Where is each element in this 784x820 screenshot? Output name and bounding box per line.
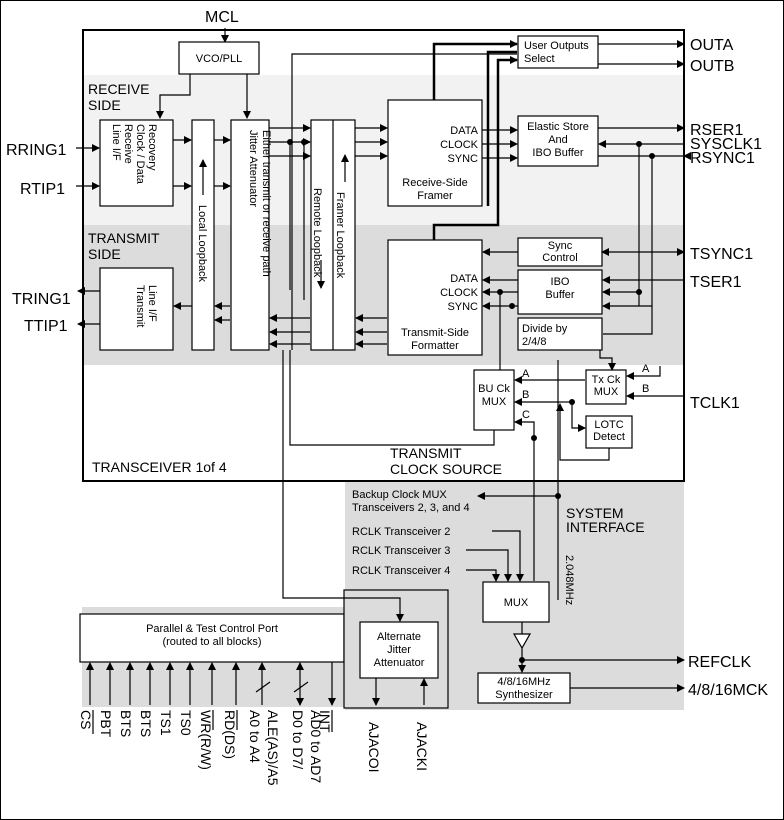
pin-wr: WR(R/W) [198,710,214,770]
ibo-buffer-block [517,269,603,315]
tx-mux-b-label: B [642,383,649,395]
mcl-label: MCL [205,9,239,26]
pin-ts1: TS1 [158,710,174,736]
pin-bts-1: BTS [118,710,134,737]
mck-label: 4/8/16MCK [688,682,768,699]
rx-clock-label: CLOCK [440,139,479,151]
pin-bts-2: BTS [138,710,154,737]
rx-data-label: DATA [450,125,478,137]
mux-block [482,581,550,623]
refclk-label: REFCLK [688,654,751,671]
transmit-line-if-block [99,267,174,351]
divide-by-block [517,317,603,351]
vco-pll-block [178,41,260,75]
pin-int: INT [317,710,333,733]
tx-ck-mux-block [585,369,627,405]
pin-cs: CS [78,710,94,729]
bu-mux-a-label: A [522,368,530,380]
remote-loopback-label: Remote Loopback [311,188,323,278]
rx-sync-label: SYNC [447,153,478,165]
jitter-attenuator-label: Jitter Attenuator Either transmit or rec… [247,130,272,277]
pin-pbt: PBT [98,710,114,738]
ajacki-label: AJACKI [414,722,430,771]
pin-ale: ALE(AS)/A5 [265,710,281,786]
pin-d0-d7: D0 to D7/ [290,710,306,769]
port-pin-arrows [86,662,336,706]
lotc-detect-block [585,415,633,449]
local-loopback-block [191,119,215,351]
transmit-line-if-label: Transmit Line I/F [134,285,158,330]
sync-control-block [517,237,603,267]
synthesizer-block [477,672,571,704]
rser1-label: RSER1 [690,122,743,139]
pin-labels: CS PBT BTS BTS TS1 TS0 WR(R/W) RD(DS) A0… [78,710,333,786]
tx-data-label: DATA [450,273,478,285]
receive-line-if-label: Receive Line I/F Clock / Data Recovery [110,124,158,187]
vco-pll-label: VCO/PLL [196,53,242,65]
user-outputs-select-block [517,35,599,69]
jitter-attenuator-block [230,119,270,351]
pin-ad0-ad7: AD0 to AD7 [308,710,324,783]
transmit-side-formatter-block [387,239,483,356]
receive-line-if-block [99,119,174,207]
pin-rd: RD(DS) [222,710,238,759]
ajacoi-label: AJACOI [366,722,382,773]
rclk4-label: RCLK Transceiver 4 [352,565,450,577]
bu-mux-c-label: C [522,409,530,421]
tsync1-label: TSYNC1 [690,246,753,263]
tser1-label: TSER1 [690,274,742,291]
rclk2-label: RCLK Transceiver 2 [352,526,450,538]
pin-ts0: TS0 [178,710,194,736]
mux-label: MUX [504,597,529,609]
rsync1-label: RSYNC1 [690,150,755,167]
framer-loopback-label: Framer Loopback [334,192,346,279]
rclk3-label: RCLK Transceiver 3 [352,545,450,557]
local-loopback-label: Local Loopback [196,205,208,283]
outa-label: OUTA [690,37,734,54]
tx-sync-label: SYNC [447,301,478,313]
tclk1-label: TCLK1 [690,395,740,412]
rring1-label: RRING1 [6,142,67,159]
receive-side-framer-block [387,99,483,207]
elastic-store-block [517,115,599,167]
transceiver-label: TRANSCEIVER 1of 4 [92,459,227,475]
bu-mux-b-label: B [522,389,529,401]
alt-jitter-block [359,621,439,679]
tx-mux-a-label: A [642,363,650,375]
tring1-label: TRING1 [12,291,71,308]
freq-2048-label: 2.048MHz [563,555,575,605]
outb-label: OUTB [690,58,734,75]
buffer-triangle [512,633,532,650]
pin-a0-a4: A0 to A4 [247,710,263,763]
sysclk1-label: SYSCLK1 [690,136,762,153]
rtip1-label: RTIP1 [20,181,65,198]
ttip1-label: TTIP1 [24,318,68,335]
tx-clock-label: CLOCK [440,287,479,299]
parallel-port-label: Parallel & Test Control Port(routed to a… [146,623,278,648]
